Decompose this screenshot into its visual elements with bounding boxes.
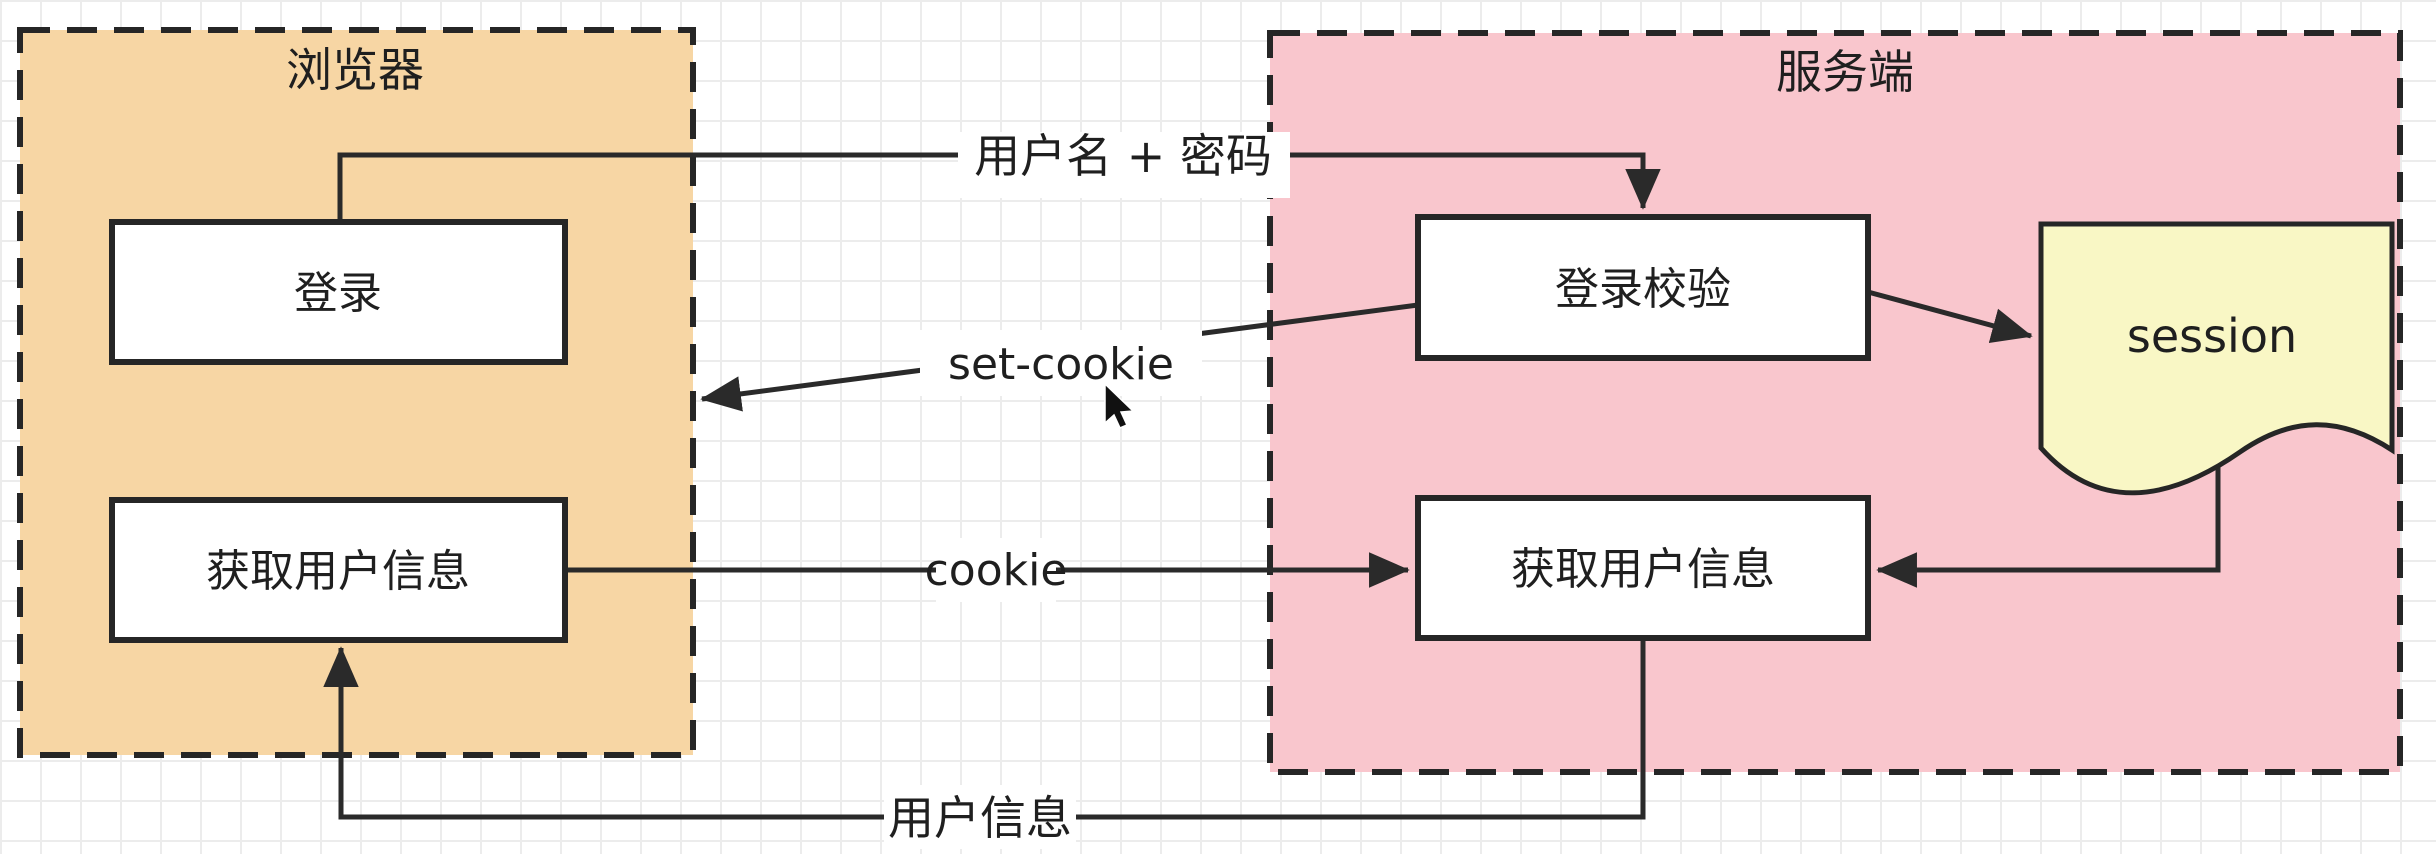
edge-label-cookie-bg: [936, 538, 1056, 602]
browser-container: [17, 27, 696, 758]
edge-label-user-info: 用户信息: [888, 791, 1072, 845]
edge-label-cookie: cookie: [925, 545, 1068, 596]
login-verify-node-label: 登录校验: [1555, 264, 1731, 315]
server-container-label: 服务端: [1776, 45, 1914, 99]
edge-session-to-get-user-info-arrow: [1876, 466, 2221, 588]
edge-label-username-password-bg: [958, 132, 1290, 198]
login-node-label: 登录: [294, 268, 382, 319]
edge-verify-to-session-arrow: [1867, 289, 2033, 343]
session-document-shape: [2038, 221, 2395, 496]
edge-label-username-password: 用户名 + 密码: [974, 129, 1272, 183]
get-user-info-server-node-label: 获取用户信息: [1511, 544, 1775, 595]
session-label: session: [2127, 309, 2297, 363]
login-verify-node: [1415, 214, 1871, 361]
edge-label-set-cookie: set-cookie: [948, 339, 1174, 390]
edge-label-set-cookie-bg: [920, 330, 1202, 396]
edge-label-user-info-bg: [884, 785, 1076, 849]
login-node: [109, 219, 568, 365]
get-user-info-client-node: [109, 497, 568, 643]
mouse-cursor-icon: [1104, 382, 1135, 429]
get-user-info-client-node-label: 获取用户信息: [206, 546, 470, 597]
get-user-info-server-node: [1415, 495, 1871, 641]
browser-container-label: 浏览器: [286, 43, 424, 97]
